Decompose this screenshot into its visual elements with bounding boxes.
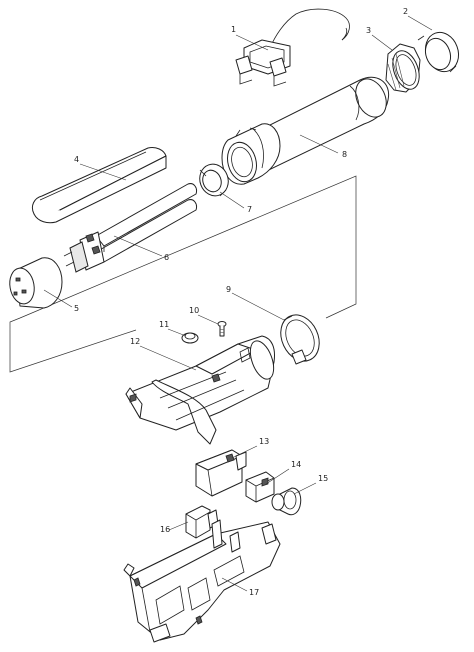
callout-17: 17 xyxy=(249,588,259,597)
part-10-screw xyxy=(217,321,227,337)
callout-11: 11 xyxy=(159,320,169,329)
callout-10: 10 xyxy=(189,306,199,315)
part-3-threaded-collar xyxy=(385,43,421,93)
callout-7: 7 xyxy=(247,205,252,214)
part-11-clip-ring xyxy=(181,332,199,344)
callout-8: 8 xyxy=(342,150,347,159)
leader-line-7 xyxy=(219,191,245,209)
part-13-switch-box xyxy=(195,449,247,497)
callout-12: 12 xyxy=(130,337,140,346)
leader-line-13 xyxy=(231,445,258,459)
part-14-switch-connector xyxy=(245,471,275,503)
callout-3: 3 xyxy=(366,26,371,35)
leader-line-4 xyxy=(79,163,127,181)
leader-line-14 xyxy=(265,468,290,485)
leader-line-16 xyxy=(168,521,189,531)
callout-6: 6 xyxy=(164,253,169,262)
leader-line-15 xyxy=(293,482,317,495)
leader-line-8 xyxy=(299,134,339,154)
callout-15: 15 xyxy=(318,474,328,483)
callout-4: 4 xyxy=(74,155,79,164)
part-5-end-cap xyxy=(9,257,63,309)
part-17-lower-housing xyxy=(123,519,281,643)
part-12-housing-frame xyxy=(125,335,275,445)
part-7-ring-clip xyxy=(199,163,229,197)
callout-13: 13 xyxy=(259,437,269,446)
callout-1: 1 xyxy=(231,25,236,34)
part-8-main-tube xyxy=(221,76,390,185)
callout-5: 5 xyxy=(74,304,79,313)
callout-9: 9 xyxy=(226,285,231,294)
leader-line-5 xyxy=(43,289,73,308)
leader-line-9 xyxy=(231,292,285,321)
callout-16: 16 xyxy=(160,525,170,534)
part-9-collar-ring xyxy=(280,314,320,365)
assembly-bracket xyxy=(9,175,357,373)
leader-line-6 xyxy=(113,235,163,257)
leader-line-3 xyxy=(371,34,393,51)
part-15-plug xyxy=(271,487,302,516)
callout-2: 2 xyxy=(403,7,408,16)
callout-14: 14 xyxy=(291,460,301,469)
part-6-lamp-assembly xyxy=(63,183,197,273)
leader-line-1 xyxy=(235,34,269,51)
leader-line-17 xyxy=(221,577,248,592)
leader-line-10 xyxy=(197,314,219,325)
leader-line-12 xyxy=(139,345,197,371)
part-2-end-ring xyxy=(417,31,460,73)
part-1-clamp-bracket xyxy=(235,8,350,87)
leader-line-11 xyxy=(167,328,187,337)
part-4-half-shell xyxy=(31,147,167,224)
leader-line-2 xyxy=(407,15,433,31)
